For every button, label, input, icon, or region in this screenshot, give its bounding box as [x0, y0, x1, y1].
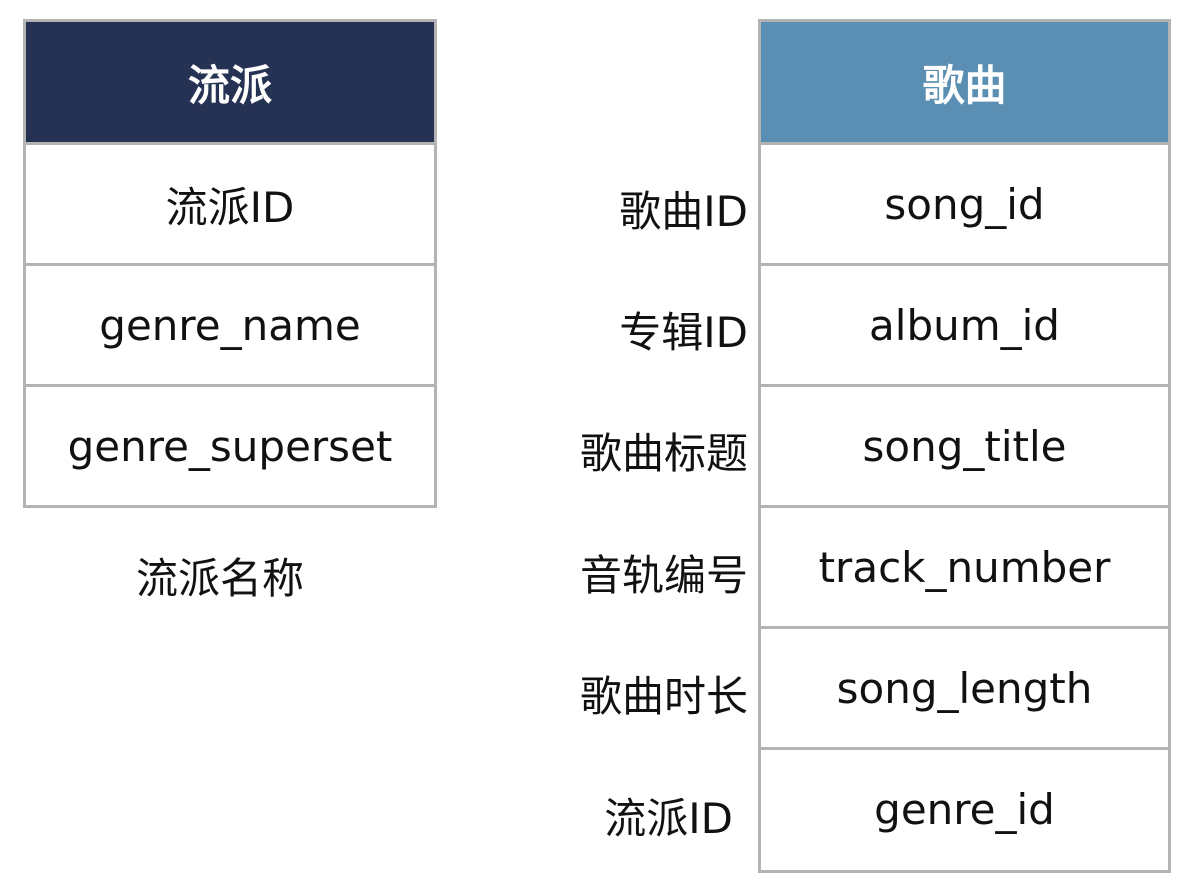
- song-row-track-number: track_number: [761, 508, 1168, 629]
- song-row-title: song_title: [761, 387, 1168, 508]
- song-table-header: 歌曲: [761, 22, 1168, 145]
- genre-name-note: 流派名称: [136, 554, 305, 603]
- song-label-genre-id: 流派ID: [604, 794, 733, 843]
- song-row-album-id: album_id: [761, 266, 1168, 387]
- genre-table-header: 流派: [26, 22, 434, 145]
- song-label-length: 歌曲时长: [579, 672, 748, 721]
- genre-table: 流派 流派ID genre_name genre_superset: [23, 19, 437, 508]
- genre-row-superset: genre_superset: [67, 421, 393, 471]
- song-label-title: 歌曲标题: [579, 429, 748, 478]
- song-table: 歌曲 song_id album_id song_title track_num…: [758, 19, 1171, 873]
- song-row-length: song_length: [761, 629, 1168, 750]
- genre-row-name: genre_name: [26, 266, 434, 387]
- song-label-id: 歌曲ID: [619, 187, 748, 236]
- song-row-id: song_id: [761, 145, 1168, 266]
- genre-row-id: 流派ID: [26, 145, 434, 266]
- song-label-track-number: 音轨编号: [579, 551, 748, 600]
- song-row-genre-id: genre_id: [874, 784, 1055, 834]
- song-label-album-id: 专辑ID: [619, 308, 748, 357]
